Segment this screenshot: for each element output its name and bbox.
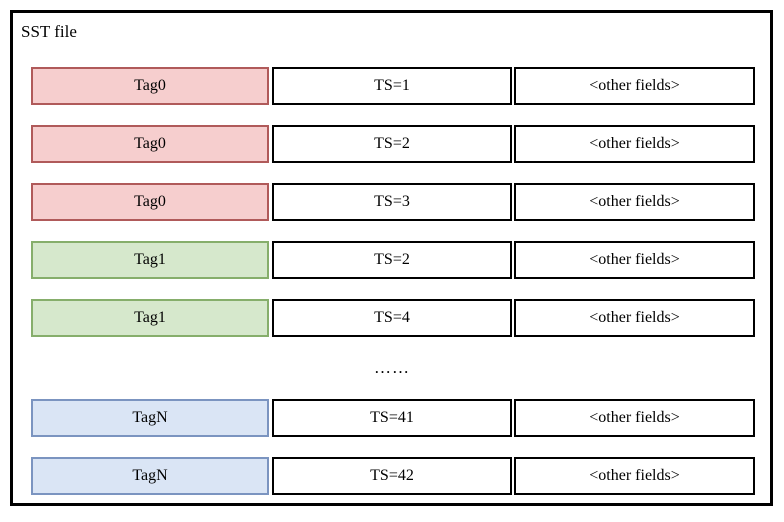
record-other-fields-cell: <other fields> — [514, 67, 755, 105]
record-timestamp-cell: TS=3 — [272, 183, 512, 221]
record-other-fields-cell: <other fields> — [514, 299, 755, 337]
ellipsis-text: …… — [374, 358, 410, 377]
record-other-fields-cell: <other fields> — [514, 399, 755, 437]
table-row: Tag1 TS=4 <other fields> — [31, 299, 759, 337]
record-timestamp-cell: TS=1 — [272, 67, 512, 105]
table-row: Tag0 TS=1 <other fields> — [31, 67, 759, 105]
record-list: Tag0 TS=1 <other fields> Tag0 TS=2 <othe… — [31, 67, 759, 495]
table-row: TagN TS=41 <other fields> — [31, 399, 759, 437]
record-timestamp-cell: TS=2 — [272, 241, 512, 279]
record-tag-cell: Tag1 — [31, 241, 269, 279]
record-tag-cell: Tag0 — [31, 125, 269, 163]
record-other-fields-cell: <other fields> — [514, 183, 755, 221]
record-other-fields-cell: <other fields> — [514, 125, 755, 163]
record-other-fields-cell: <other fields> — [514, 241, 755, 279]
sst-file-container: SST file Tag0 TS=1 <other fields> Tag0 T… — [10, 10, 773, 506]
record-tag-cell: Tag1 — [31, 299, 269, 337]
record-timestamp-cell: TS=4 — [272, 299, 512, 337]
table-row: TagN TS=42 <other fields> — [31, 457, 759, 495]
record-tag-cell: TagN — [31, 457, 269, 495]
record-tag-cell: Tag0 — [31, 183, 269, 221]
record-tag-cell: Tag0 — [31, 67, 269, 105]
record-tag-cell: TagN — [31, 399, 269, 437]
record-other-fields-cell: <other fields> — [514, 457, 755, 495]
table-row: Tag0 TS=3 <other fields> — [31, 183, 759, 221]
table-row: Tag0 TS=2 <other fields> — [31, 125, 759, 163]
table-row: Tag1 TS=2 <other fields> — [31, 241, 759, 279]
record-timestamp-cell: TS=42 — [272, 457, 512, 495]
sst-file-title: SST file — [21, 22, 77, 41]
record-timestamp-cell: TS=2 — [272, 125, 512, 163]
record-timestamp-cell: TS=41 — [272, 399, 512, 437]
ellipsis-separator-row: …… — [31, 357, 759, 379]
